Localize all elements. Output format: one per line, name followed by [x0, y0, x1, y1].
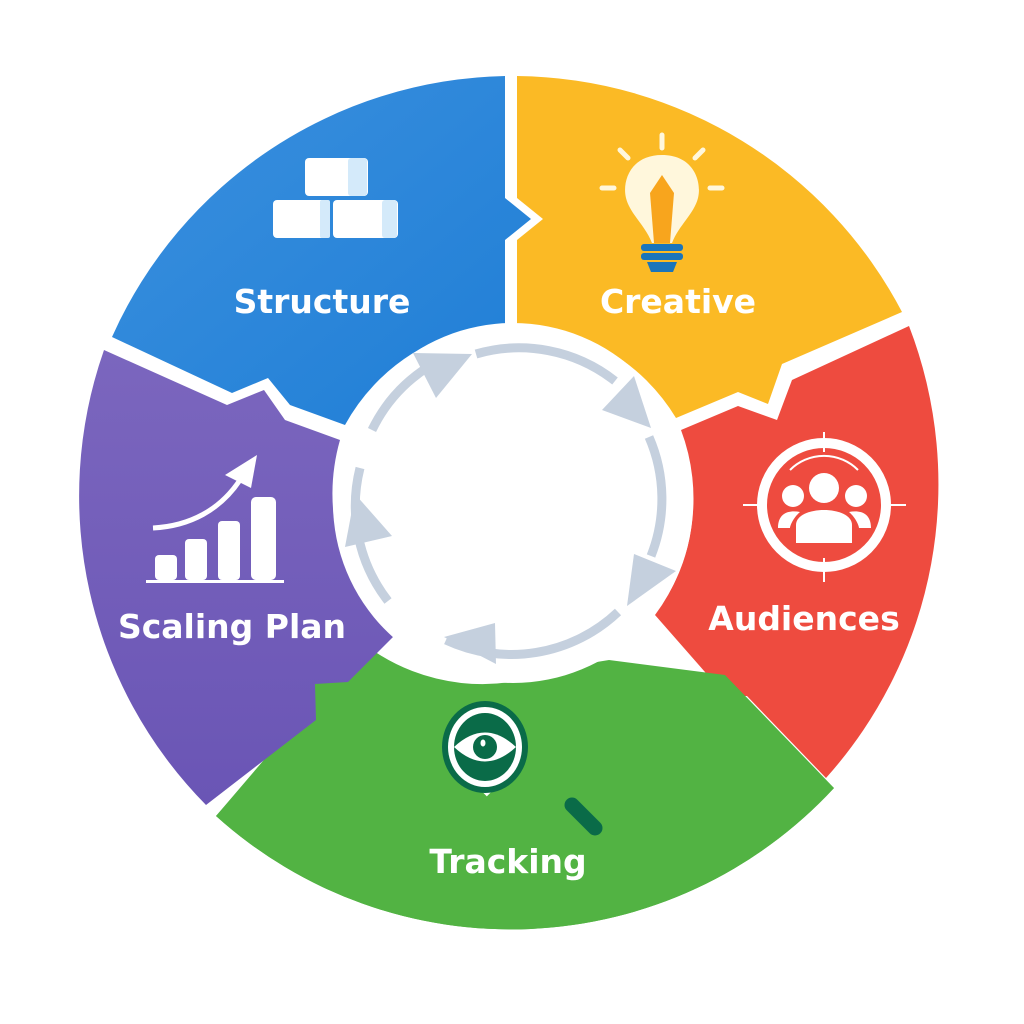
- magnifier-eye-icon: [442, 701, 603, 836]
- audience-target-icon: [743, 432, 906, 582]
- growth-chart-icon: [146, 455, 284, 583]
- blocks-icon: [273, 158, 398, 238]
- center-circle: [333, 323, 693, 683]
- label-creative: Creative: [600, 282, 756, 321]
- segment-tracking[interactable]: [216, 647, 834, 930]
- label-tracking: Tracking: [429, 842, 586, 881]
- arrowheads: [345, 353, 676, 664]
- lightbulb-icon: [599, 132, 725, 272]
- label-audiences: Audiences: [708, 599, 899, 638]
- segment-creative[interactable]: [517, 76, 902, 418]
- cycle-arrows: [350, 343, 667, 659]
- label-scaling-plan: Scaling Plan: [118, 607, 346, 646]
- label-structure: Structure: [234, 282, 411, 321]
- segment-audiences[interactable]: [655, 326, 939, 778]
- segment-structure[interactable]: [112, 76, 531, 425]
